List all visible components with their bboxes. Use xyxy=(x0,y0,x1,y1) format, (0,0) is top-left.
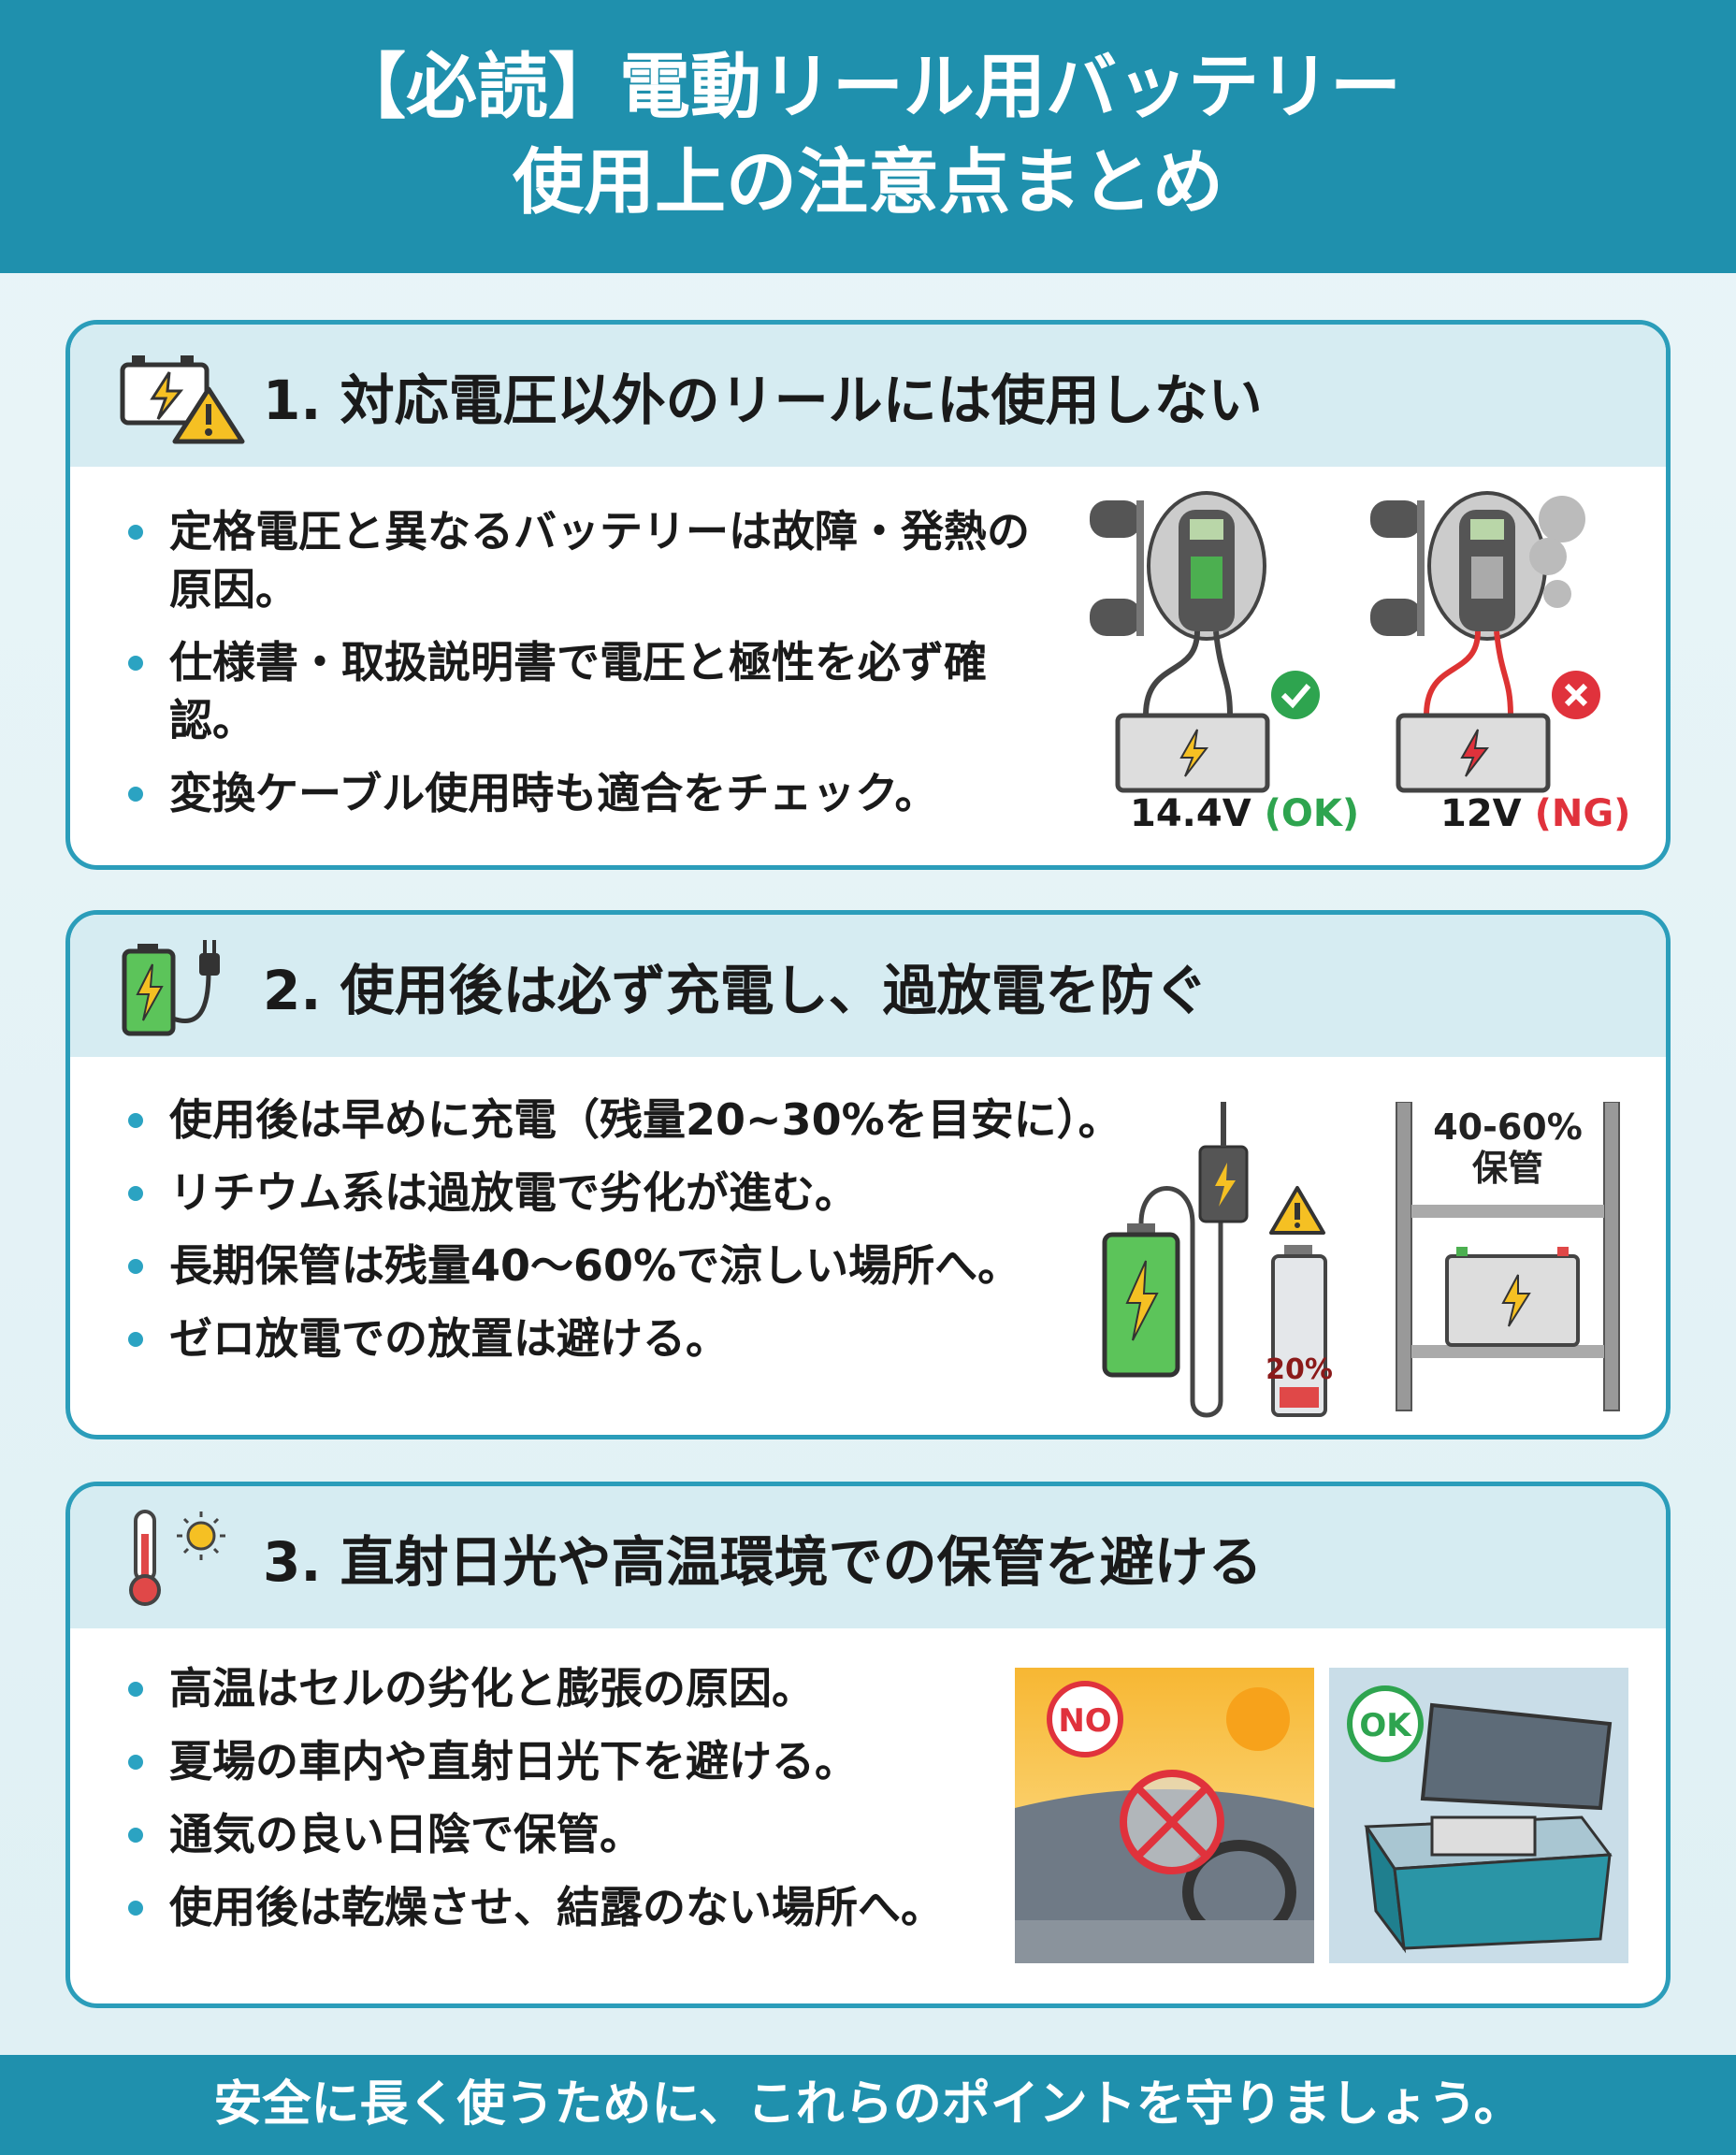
no-badge: NO xyxy=(1058,1702,1111,1740)
ok-tag: (OK) xyxy=(1264,792,1360,835)
battery-charging-icon xyxy=(122,940,220,1036)
reel-battery-illustration xyxy=(1090,491,1600,793)
bullet-item: 使用後は早めに充電（残量20~30%を目安に）。 xyxy=(124,1091,1200,1149)
section-title: 2. 使用後は必ず充電し、過放電を防ぐ xyxy=(263,959,1208,1022)
ok-voltage-label: 14.4V (OK) xyxy=(1130,792,1359,835)
bullet-item: 変換ケーブル使用時も適合をチェック。 xyxy=(124,764,1041,822)
storage-shelf-icon: 40-60% 保管 xyxy=(1396,1102,1620,1411)
ng-voltage: 12V xyxy=(1440,792,1522,835)
page-header: 【必読】電動リール用バッテリー 使用上の注意点まとめ xyxy=(0,0,1736,273)
page-title-line2: 使用上の注意点まとめ xyxy=(513,140,1223,224)
battery-warning-icon xyxy=(120,355,245,444)
section-title: 1. 対応電圧以外のリールには使用しない xyxy=(263,369,1263,432)
section-title: 3. 直射日光や高温環境での保管を避ける xyxy=(263,1530,1263,1594)
thermometer-sun-icon xyxy=(129,1510,225,1606)
bullet-item: 夏場の車内や直射日光下を避ける。 xyxy=(124,1732,1041,1790)
bullet-item: ゼロ放電での放置は避ける。 xyxy=(124,1309,1200,1367)
section-header: 3. 直射日光や高温環境での保管を避ける xyxy=(70,1486,1666,1628)
bullet-list: 使用後は早めに充電（残量20~30%を目安に）。 リチウム系は過放電で劣化が進む… xyxy=(124,1091,1200,1382)
storage-label-line1: 40-60% xyxy=(1433,1106,1583,1148)
bullet-item: 通気の良い日陰で保管。 xyxy=(124,1805,1041,1863)
bullet-item: 使用後は乾燥させ、結露のない場所へ。 xyxy=(124,1878,1041,1936)
charging-battery-icon xyxy=(1102,1102,1249,1418)
reel-ok-icon xyxy=(1090,491,1320,793)
bullet-list: 定格電圧と異なるバッテリーは故障・発熱の原因。 仕様書・取扱説明書で電圧と極性を… xyxy=(124,502,1041,837)
page-title-line1: 【必読】電動リール用バッテリー xyxy=(335,45,1401,128)
low-battery-label: 20% xyxy=(1266,1353,1333,1386)
bullet-item: 定格電圧と異なるバッテリーは故障・発熱の原因。 xyxy=(124,502,1041,618)
footer-banner: 安全に長く使うために、これらのポイントを守りましょう。 xyxy=(0,2055,1736,2155)
reel-ng-icon xyxy=(1370,491,1600,793)
hot-car-no-image: NO xyxy=(1015,1668,1314,1963)
section-charging: 2. 使用後は必ず充電し、過放電を防ぐ 使用後は早めに充電（残量20~30%を目… xyxy=(65,910,1671,1439)
bullet-item: リチウム系は過放電で劣化が進む。 xyxy=(124,1164,1200,1222)
bullet-item: 長期保管は残量40〜60%で涼しい場所へ。 xyxy=(124,1237,1200,1294)
ng-tag: (NG) xyxy=(1534,792,1631,835)
charging-storage-illustration: 20% 40-60% 保管 xyxy=(1102,1102,1620,1418)
storage-box-ok-image: OK xyxy=(1329,1668,1628,1963)
storage-label-line2: 保管 xyxy=(1472,1148,1543,1189)
section-header: 1. 対応電圧以外のリールには使用しない xyxy=(70,325,1666,467)
section-voltage: 1. 対応電圧以外のリールには使用しない 定格電圧と異なるバッテリーは故障・発熱… xyxy=(65,320,1671,870)
section-heat: 3. 直射日光や高温環境での保管を避ける 高温はセルの劣化と膨張の原因。 夏場の… xyxy=(65,1482,1671,2008)
ng-voltage-label: 12V (NG) xyxy=(1440,792,1630,835)
bullet-item: 仕様書・取扱説明書で電圧と極性を必ず確認。 xyxy=(124,633,1041,749)
ok-voltage: 14.4V xyxy=(1130,792,1251,835)
bullet-item: 高温はセルの劣化と膨張の原因。 xyxy=(124,1659,1041,1717)
section-header: 2. 使用後は必ず充電し、過放電を防ぐ xyxy=(70,915,1666,1057)
ok-badge: OK xyxy=(1359,1707,1412,1744)
low-battery-icon: 20% xyxy=(1266,1186,1333,1417)
bullet-list: 高温はセルの劣化と膨張の原因。 夏場の車内や直射日光下を避ける。 通気の良い日陰… xyxy=(124,1659,1041,1951)
